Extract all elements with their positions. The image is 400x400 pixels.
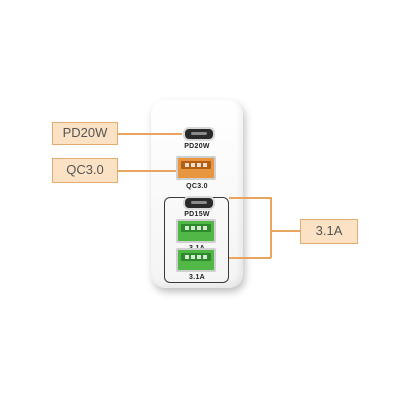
port-label-pd15w: PD15W: [184, 211, 210, 218]
bracket-top-line: [229, 197, 271, 199]
usb-a-port-qc30: [176, 156, 216, 180]
callout-line-pd20w: [118, 133, 182, 135]
usb-c-port-pd15w: [183, 196, 215, 210]
callout-pd20w: PD20W: [52, 122, 118, 145]
usb-a-port-3-1a-2: [176, 248, 216, 272]
callout-3-1a: 3.1A: [300, 219, 358, 244]
usb-c-port-pd20w: [183, 127, 215, 141]
bracket-bottom-line: [229, 257, 271, 259]
port-label-qc30: QC3.0: [186, 183, 208, 190]
callout-line-3-1a: [270, 230, 300, 232]
callout-qc30: QC3.0: [52, 158, 118, 183]
port-label-3-1a-2: 3.1A: [189, 274, 205, 281]
callout-line-qc30: [118, 170, 176, 172]
bracket-vertical-line: [270, 197, 272, 258]
usb-a-port-3-1a-1: [176, 219, 216, 243]
port-label-pd20w: PD20W: [184, 143, 210, 150]
